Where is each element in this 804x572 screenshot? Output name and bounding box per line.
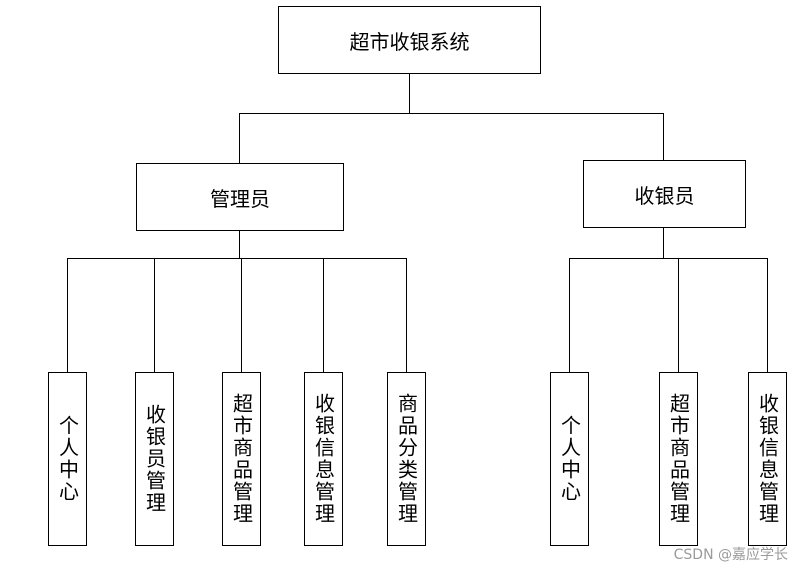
connector-cashier-child-1 [569,258,570,372]
cashier-leaf-product-management: 超市商品管理 [659,372,698,546]
cashier-node: 收银员 [583,160,746,228]
leaf-label: 个人中心 [557,415,582,503]
connector-cashier-child-2 [678,258,679,372]
connector-root-bar [239,113,664,114]
connector-cashier-child-3 [767,258,768,372]
root-label: 超市收银系统 [349,29,470,54]
cashier-label: 收银员 [634,183,695,208]
connector-admin-child-2 [154,258,155,372]
connector-root-down [409,74,410,114]
connector-admin-bar [67,258,407,259]
leaf-label: 收银信息管理 [755,393,780,525]
watermark: CSDN @嘉应学长 [673,547,788,563]
admin-leaf-product-management: 超市商品管理 [222,372,261,546]
connector-cashier-up [663,113,664,160]
admin-label: 管理员 [210,186,270,211]
leaf-label: 收银员管理 [142,404,167,514]
leaf-label: 超市商品管理 [666,393,691,525]
leaf-label: 收银信息管理 [311,393,336,525]
connector-admin-child-1 [67,258,68,372]
admin-node: 管理员 [136,163,344,231]
cashier-leaf-personal-center: 个人中心 [550,372,589,546]
admin-leaf-cashier-management: 收银员管理 [135,372,174,546]
connector-admin-down [239,231,240,259]
admin-leaf-personal-center: 个人中心 [48,372,87,546]
connector-admin-up [239,113,240,163]
leaf-label: 商品分类管理 [394,393,419,525]
cashier-leaf-checkout-info-management: 收银信息管理 [748,372,787,546]
connector-admin-child-3 [241,258,242,372]
leaf-label: 个人中心 [55,415,80,503]
connector-cashier-down [663,228,664,259]
connector-admin-child-4 [323,258,324,372]
connector-admin-child-5 [406,258,407,372]
leaf-label: 超市商品管理 [229,393,254,525]
admin-leaf-category-management: 商品分类管理 [387,372,426,546]
root-node: 超市收银系统 [278,6,541,74]
admin-leaf-checkout-info-management: 收银信息管理 [304,372,343,546]
connector-cashier-bar [569,258,768,259]
